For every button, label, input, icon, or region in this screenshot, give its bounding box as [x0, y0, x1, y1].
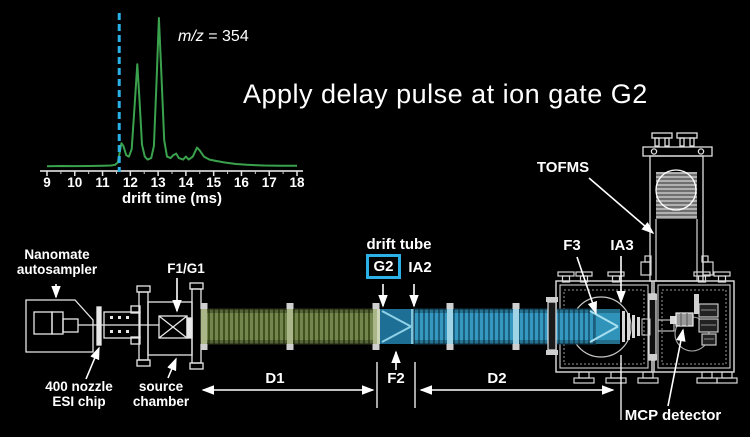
label-nanomate-autosampler: Nanomate autosampler: [16, 247, 98, 278]
label-d2: D2: [487, 370, 507, 387]
source-chamber-body: [136, 282, 204, 370]
drift-tube-green-section: [200, 303, 380, 350]
x-axis-tick-label: 15: [206, 175, 222, 190]
esi-chip-arrow: [85, 346, 100, 380]
g2-highlight-box: G2: [366, 254, 401, 279]
mcp-arrow: [667, 328, 686, 407]
mz-annotation: m/z = 354: [178, 28, 249, 45]
source-chamber-arrow: [167, 357, 177, 379]
headline-text: Apply delay pulse at ion gate G2: [243, 79, 648, 109]
label-f1g1: F1/G1: [167, 261, 205, 276]
label-mcp-detector: MCP detector: [624, 407, 722, 424]
x-axis-tick-label: 9: [43, 175, 51, 190]
chamber2-internals: [657, 303, 719, 346]
label-d1: D1: [265, 370, 285, 387]
esi-chip-plate: [96, 306, 102, 346]
chamber-divider: [648, 293, 657, 361]
x-axis-tick-label: 18: [289, 175, 305, 190]
label-source-chamber: source chamber: [132, 379, 190, 410]
x-axis-tick-label: 10: [67, 175, 83, 190]
nanomate-autosampler-body: [25, 299, 102, 353]
label-f2: F2: [387, 370, 405, 387]
x-axis-tick-label: 17: [261, 175, 277, 190]
x-axis-tick-label: 16: [233, 175, 249, 190]
label-f3: F3: [563, 237, 581, 254]
label-ia3: IA3: [610, 237, 634, 254]
x-axis-tick-label: 12: [122, 175, 138, 190]
chamber-entry-flange: [546, 297, 558, 355]
f1g1-ion-funnel: [158, 315, 193, 339]
tube-collars-blue: [446, 303, 520, 350]
tofms-arrow: [588, 177, 655, 235]
f3-arrow: [576, 256, 597, 315]
label-ia2: IA2: [408, 259, 432, 276]
drift-time-chart: [40, 13, 303, 176]
drift-tube-blue-section: [413, 303, 620, 350]
capillary-inlet: [101, 305, 159, 345]
chamber-feet: [573, 371, 738, 384]
x-axis-tick-label: 14: [178, 175, 194, 190]
tofms-flight-tube: [640, 132, 714, 314]
label-esi-chip: 400 nozzle ESI chip: [45, 379, 113, 410]
label-tofms: TOFMS: [536, 159, 590, 176]
annotation-arrows: [51, 177, 686, 420]
x-axis-tick-label: 13: [150, 175, 166, 190]
f2-ion-funnel-section: [380, 309, 414, 344]
label-g2: G2: [373, 258, 394, 275]
tube-collars-green: [200, 303, 380, 350]
transfer-ion-optics: [622, 311, 651, 342]
label-drift-tube: drift tube: [366, 236, 432, 253]
x-axis-title: drift time (ms): [121, 190, 223, 207]
x-axis-tick-label: 11: [95, 175, 110, 190]
mcp-detector-box: [675, 312, 694, 327]
tofms-flange-circle: [655, 169, 697, 211]
tofms-reflectron-block: [656, 172, 697, 219]
